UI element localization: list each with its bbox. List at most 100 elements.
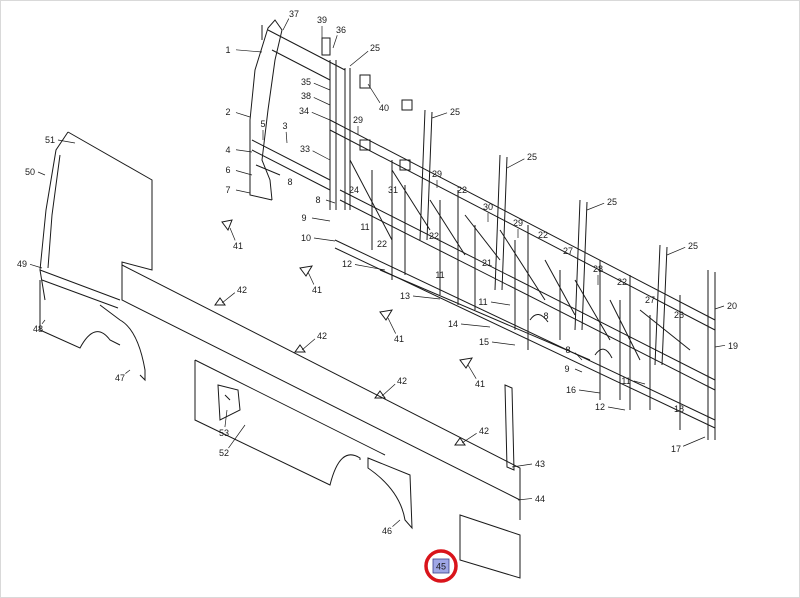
leader-line [313,97,331,106]
part-callout-22[interactable]: 22 [377,239,387,249]
part-callout-25[interactable]: 25 [688,241,698,251]
part-callout-9[interactable]: 9 [564,364,569,374]
part-callout-47[interactable]: 47 [115,373,125,383]
part-callout-13[interactable]: 13 [400,291,410,301]
part-callout-53[interactable]: 53 [219,428,229,438]
part-callout-11[interactable]: 11 [478,297,487,307]
part-callout-36[interactable]: 36 [336,25,346,35]
part-callout-31[interactable]: 31 [388,185,398,195]
leader-line [57,139,76,144]
frame-structure [39,19,716,579]
part-callout-29[interactable]: 29 [432,169,442,179]
part-callout-15[interactable]: 15 [479,337,489,347]
part-callout-8[interactable]: 8 [543,311,548,321]
leader-line [332,35,338,49]
part-callout-12[interactable]: 12 [595,402,605,412]
part-callout-22[interactable]: 22 [457,185,467,195]
part-callout-40[interactable]: 40 [379,103,389,113]
part-callout-11[interactable]: 11 [435,270,444,280]
leader-line [235,170,253,176]
part-callout-25[interactable]: 25 [450,107,460,117]
part-callout-37[interactable]: 37 [289,9,299,19]
part-callout-3[interactable]: 3 [282,121,287,131]
part-callout-25[interactable]: 25 [607,197,617,207]
part-callout-17[interactable]: 17 [671,444,681,454]
part-callout-25[interactable]: 25 [527,152,537,162]
leader-line [311,217,331,222]
part-callout-49[interactable]: 49 [17,259,27,269]
part-callout-7[interactable]: 7 [225,185,230,195]
part-callout-42[interactable]: 42 [237,285,247,295]
part-callout-51[interactable]: 51 [45,135,55,145]
part-callout-18[interactable]: 18 [674,404,684,414]
leader-line [221,292,236,304]
part-callout-33[interactable]: 33 [300,144,310,154]
leader-line [235,149,253,153]
part-callout-27[interactable]: 27 [645,295,655,305]
part-callout-38[interactable]: 38 [301,91,311,101]
leader-line [714,344,726,348]
leader-line [431,112,448,119]
part-callout-41[interactable]: 41 [312,285,322,295]
part-callout-2[interactable]: 2 [225,107,230,117]
part-callout-22[interactable]: 22 [429,231,439,241]
part-callout-42[interactable]: 42 [317,331,327,341]
leader-line [313,237,336,242]
leader-line [490,301,511,306]
part-callout-25[interactable]: 25 [370,43,380,53]
part-callout-8[interactable]: 8 [315,195,320,205]
part-callout-48[interactable]: 48 [33,324,43,334]
part-callout-46[interactable]: 46 [382,526,392,536]
part-callout-39[interactable]: 39 [317,15,327,25]
part-callout-11[interactable]: 11 [360,222,369,232]
part-callout-26[interactable]: 26 [674,310,684,320]
leader-line [301,338,316,351]
leader-line [228,424,246,449]
part-callout-50[interactable]: 50 [25,167,35,177]
part-callout-21[interactable]: 21 [482,258,492,268]
part-callout-52[interactable]: 52 [219,448,229,458]
part-callout-16[interactable]: 16 [566,385,576,395]
part-callout-41[interactable]: 41 [475,379,485,389]
part-callout-42[interactable]: 42 [397,376,407,386]
part-callout-8[interactable]: 8 [287,177,292,187]
leader-line [392,519,401,527]
part-callout-29[interactable]: 29 [513,218,523,228]
part-callout-28[interactable]: 28 [593,264,603,274]
selected-part-callout[interactable]: 45 [424,549,458,583]
part-callout-41[interactable]: 41 [394,334,404,344]
leader-line [41,319,46,325]
part-callout-6[interactable]: 6 [225,165,230,175]
part-callout-5[interactable]: 5 [260,119,265,129]
part-callout-14[interactable]: 14 [448,319,458,329]
part-callout-42[interactable]: 42 [479,426,489,436]
part-callout-20[interactable]: 20 [727,301,737,311]
part-callout-43[interactable]: 43 [535,459,545,469]
part-callout-44[interactable]: 44 [535,494,545,504]
leader-line [574,368,583,373]
part-callout-11[interactable]: 11 [621,376,630,386]
leader-line [282,18,290,31]
part-callout-22[interactable]: 22 [617,277,627,287]
leader-line [381,383,396,397]
selected-part-label[interactable]: 45 [436,562,446,572]
part-callout-27[interactable]: 27 [563,246,573,256]
part-callout-41[interactable]: 41 [233,241,243,251]
leader-line [666,247,686,256]
part-callout-30[interactable]: 30 [483,202,493,212]
part-callout-35[interactable]: 35 [301,77,311,87]
part-callout-29[interactable]: 29 [353,115,363,125]
part-callout-1[interactable]: 1 [225,45,230,55]
part-callout-34[interactable]: 34 [299,106,309,116]
part-callout-24[interactable]: 24 [349,185,359,195]
part-callout-8[interactable]: 8 [565,345,570,355]
part-callout-4[interactable]: 4 [225,145,230,155]
part-callout-22[interactable]: 22 [538,230,548,240]
part-callout-9[interactable]: 9 [301,213,306,223]
part-callout-19[interactable]: 19 [728,341,738,351]
part-callout-12[interactable]: 12 [342,259,352,269]
leader-line [37,171,46,176]
part-callout-10[interactable]: 10 [301,233,311,243]
